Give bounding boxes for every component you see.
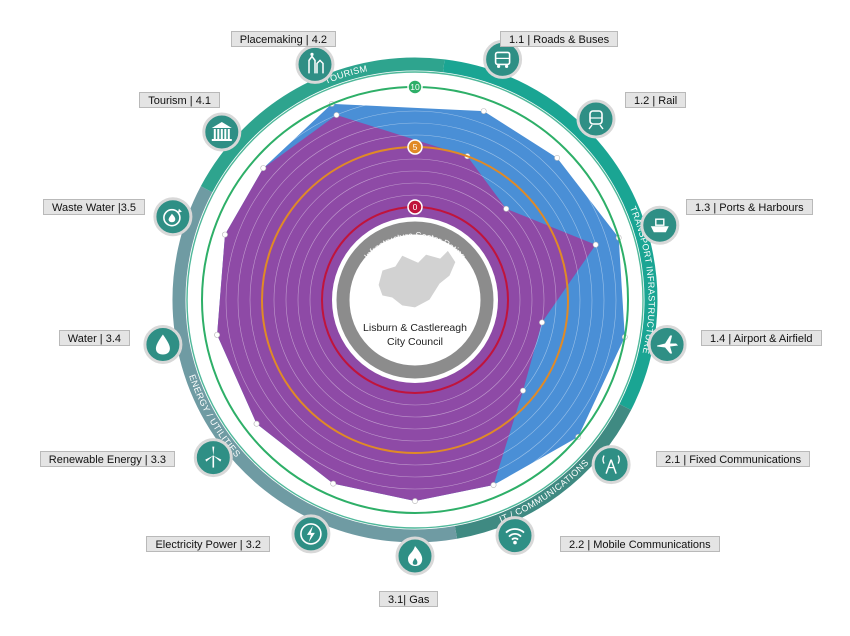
grid-ring-8 (225, 110, 605, 490)
grid-ring-1 (309, 194, 521, 406)
band-inner-edge (186, 71, 644, 529)
wifi-icon[interactable] (495, 516, 535, 556)
series-2-point-4 (539, 319, 545, 326)
band-transport (443, 59, 658, 411)
grid-ring-2 (297, 182, 533, 418)
museum-icon[interactable] (202, 112, 242, 152)
water-drop-icon[interactable] (143, 325, 183, 364)
series-2-point-11 (222, 231, 228, 238)
sector-label-4: 1.4 | Airport & Airfield (701, 330, 822, 346)
scale-badge-10 (407, 79, 423, 95)
scale-label-0: 0 (413, 202, 418, 212)
sector-label-5: 2.1 | Fixed Communications (656, 451, 811, 467)
series-2-point-8 (330, 480, 337, 487)
sector-label-6: 2.2 | Mobile Communications (560, 536, 720, 552)
council-map-icon (377, 249, 457, 309)
sector-label-12: Tourism | 4.1 (139, 92, 220, 108)
grid-ring-7 (237, 122, 593, 478)
airplane-icon[interactable] (647, 325, 687, 364)
grid-ring-4 (273, 158, 557, 442)
series-2-point-10 (214, 331, 220, 338)
series-2-point-3 (592, 241, 599, 248)
lightning-icon[interactable] (291, 514, 331, 554)
council-name-line2: City Council (387, 336, 443, 348)
flame-icon[interactable] (395, 536, 435, 576)
sector-label-10: Water | 3.4 (58, 330, 130, 346)
antenna-icon[interactable] (591, 445, 631, 485)
icon-badge-5 (591, 445, 631, 485)
ship-icon[interactable] (640, 205, 680, 245)
scale-label-5: 5 (413, 142, 418, 152)
placemaking-icon[interactable] (295, 44, 335, 84)
wind-turbine-icon[interactable] (193, 438, 233, 478)
icon-badge-2 (576, 99, 616, 139)
sector-label-11: Waste Water |3.5 (43, 199, 145, 215)
series-2-point-13 (333, 112, 340, 118)
sector-label-9: Renewable Energy | 3.3 (39, 451, 175, 467)
center-ring (336, 221, 494, 379)
band-energy (172, 186, 458, 543)
scale-badge-0 (407, 199, 423, 215)
waste-water-icon[interactable] (153, 197, 193, 237)
grid-ring-6 (249, 134, 581, 466)
train-icon[interactable] (576, 99, 616, 139)
band-tourism (200, 57, 445, 193)
band-it (454, 404, 632, 539)
series-1-point-1 (480, 108, 487, 114)
series-2-point-12 (260, 165, 267, 171)
series-2-point-6 (490, 482, 497, 488)
council-name-line1: Lisburn & Castlereagh (363, 322, 467, 334)
icon-badge-6 (495, 516, 535, 556)
series-1-point-2 (554, 154, 560, 161)
sector-label-13: Placemaking | 4.2 (230, 31, 336, 47)
sector-label-2: 1.2 | Rail (625, 92, 687, 108)
grid-ring-3 (285, 170, 545, 430)
sector-label-3: 1.3 | Ports & Harbours (686, 199, 813, 215)
series-2-point-2 (503, 205, 510, 212)
scale-label-10: 10 (410, 82, 420, 92)
sector-label-1: 1.1 | Roads & Buses (500, 31, 619, 47)
series-2-point-9 (253, 420, 260, 427)
scale-badge-5 (407, 139, 423, 155)
sector-label-7: 3.1| Gas (379, 591, 439, 607)
sector-label-8: Electricity Power | 3.2 (146, 536, 270, 552)
series-2-point-5 (520, 387, 526, 394)
series-2-point-7 (412, 498, 418, 504)
grid-ring-9 (213, 98, 617, 502)
